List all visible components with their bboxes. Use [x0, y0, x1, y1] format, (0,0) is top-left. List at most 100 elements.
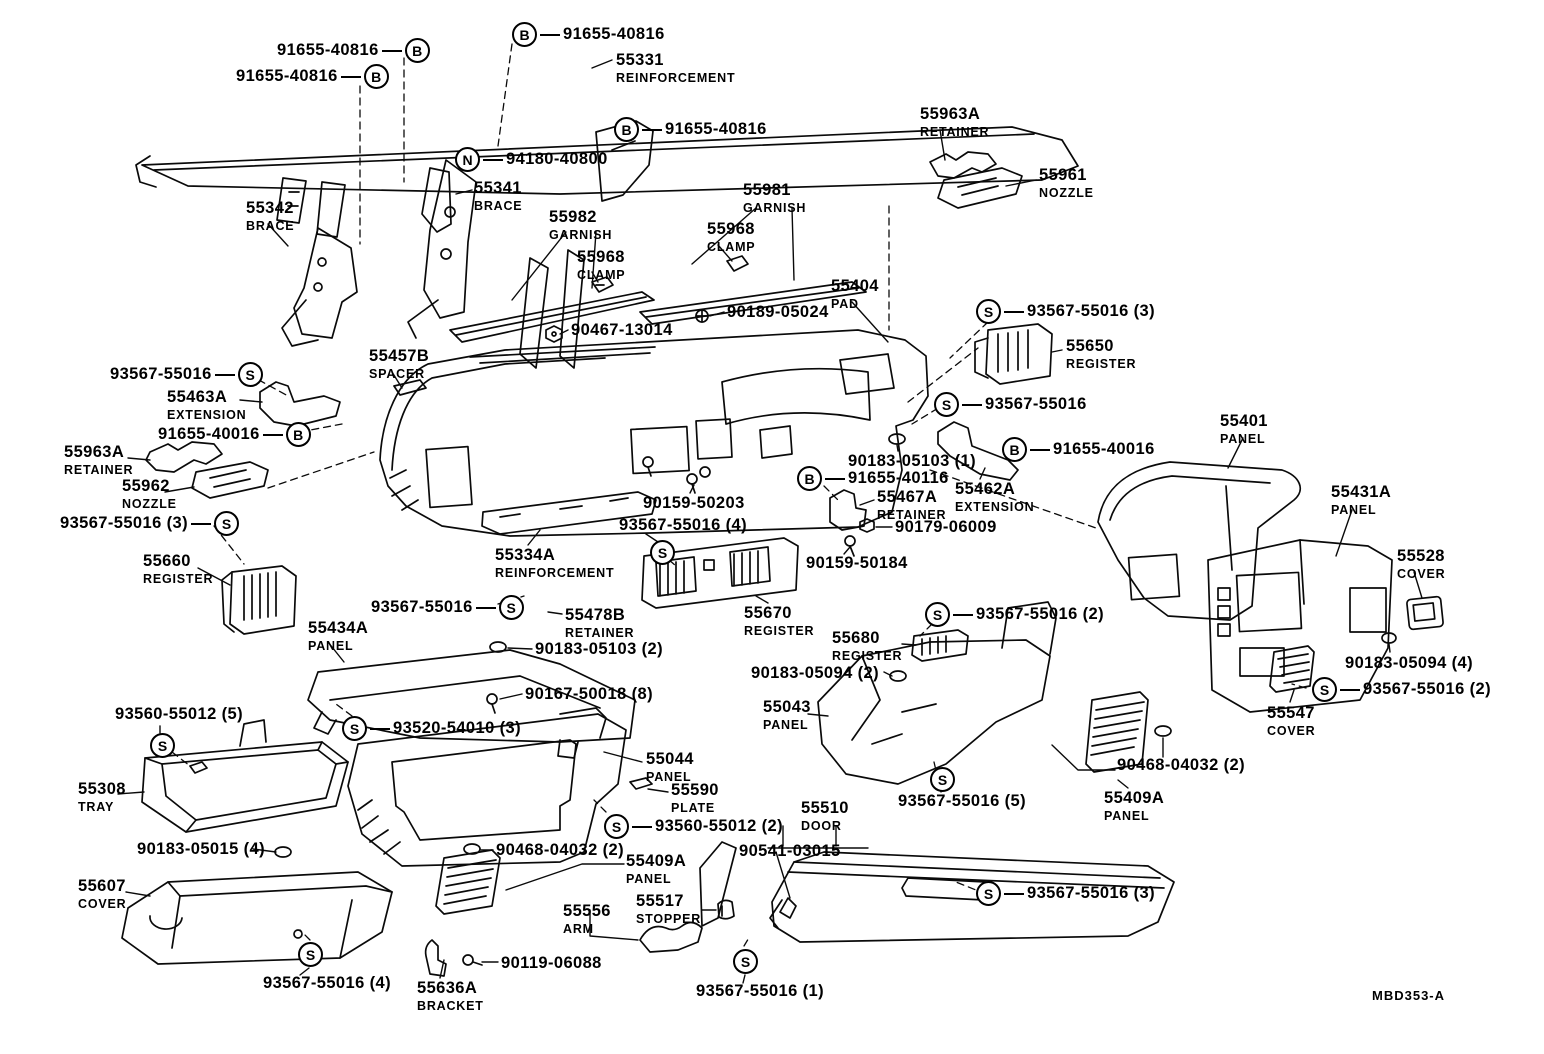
part-number: 90159-50184	[806, 554, 908, 572]
symbol-B-circle-icon: B	[363, 64, 389, 89]
part-name: PANEL	[626, 871, 672, 886]
part-label-93567-550164: 93567-55016 (4)	[619, 517, 747, 534]
symbol-S-circle-icon: S	[604, 814, 629, 839]
part-number: 93567-55016 (2)	[976, 605, 1105, 624]
part-name: PANEL	[1220, 431, 1266, 446]
part-number: 93567-55016 (3)	[1027, 302, 1156, 321]
symbol-marker: S	[298, 942, 323, 967]
part-label-93560-550125: 93560-55012 (5)	[115, 706, 243, 723]
part-number: 55963A	[64, 443, 125, 461]
part-name: GARNISH	[549, 227, 613, 242]
part-number: 93567-55016 (1)	[696, 982, 825, 1000]
part-number: 55968	[707, 220, 755, 238]
symbol-S-circle-icon: S	[498, 595, 524, 620]
symbol-S-circle-icon: S	[934, 392, 959, 417]
part-name: CLAMP	[577, 267, 626, 282]
register-55650-drawing	[974, 323, 1053, 385]
symbol-B-circle-icon: B	[1002, 437, 1027, 462]
part-label-90119-06088: 90119-06088	[501, 955, 602, 972]
part-number: 55528	[1397, 547, 1445, 565]
part-number: 90183-05094 (2)	[751, 664, 880, 682]
register-55670-drawing	[641, 537, 799, 609]
part-name: REGISTER	[832, 648, 903, 663]
part-number: 55342	[246, 199, 294, 217]
part-name: NOZZLE	[122, 496, 177, 511]
part-number: 90183-05015 (4)	[137, 840, 266, 858]
part-label-90189-05024: 90189-05024	[727, 304, 829, 321]
part-name: ARM	[563, 921, 594, 936]
part-label-93567-550161: 93567-55016 (1)	[696, 983, 824, 1000]
part-label-90183-050154: 90183-05015 (4)	[137, 841, 265, 858]
part-name: PLATE	[671, 800, 716, 815]
part-label-90183-051031: 90183-05103 (1)	[848, 453, 976, 470]
extension-55462A-drawing	[937, 421, 1019, 481]
part-number: 55517	[636, 892, 684, 910]
symbol-marker: S	[930, 767, 955, 792]
retainer-55467A-drawing	[829, 489, 867, 531]
clamp-55968-center-drawing	[726, 255, 749, 272]
part-number: 93567-55016 (3)	[1027, 884, 1156, 903]
symbol-N-circle-icon: N	[455, 147, 480, 172]
part-number: 93567-55016 (2)	[1363, 680, 1492, 699]
part-number: 91655-40816	[236, 67, 338, 86]
part-number: 55409A	[626, 852, 687, 870]
part-number: 55510	[801, 799, 849, 817]
part-number: 91655-40016	[1053, 440, 1155, 459]
part-label-90468-040322: 90468-04032 (2)	[496, 842, 624, 859]
register-55680-drawing	[911, 629, 969, 662]
part-number: 90541-03015	[739, 842, 841, 860]
symbol-S-circle-icon: S	[976, 299, 1001, 324]
part-number: 93567-55016	[985, 395, 1087, 414]
part-name: TRAY	[78, 799, 115, 814]
part-number: 55401	[1220, 412, 1268, 430]
part-number: 55547	[1267, 704, 1315, 722]
part-number: 90119-06088	[501, 954, 602, 972]
part-number: 55636A	[417, 979, 478, 997]
part-label-93567-55016: S 93567-55016	[934, 392, 1087, 417]
part-number: 90468-04032 (2)	[1117, 756, 1246, 774]
part-number: 55457B	[369, 347, 430, 365]
cover-55528-drawing	[1406, 595, 1444, 631]
part-number: 90189-05024	[727, 303, 829, 321]
symbol-S-circle-icon: S	[237, 362, 263, 387]
part-number: 55660	[143, 552, 191, 570]
part-number: 55043	[763, 698, 811, 716]
part-name: COVER	[78, 896, 127, 911]
arm-55556-drawing	[639, 921, 703, 953]
part-name: PANEL	[763, 717, 809, 732]
part-name: PANEL	[1331, 502, 1377, 517]
part-number: 55462A	[955, 480, 1016, 498]
part-name: REGISTER	[744, 623, 815, 638]
part-number: 91655-40816	[665, 120, 767, 139]
part-number: 55434A	[308, 619, 369, 637]
part-number: 90183-05103 (1)	[848, 452, 977, 470]
reinforcement-55331-drawing	[135, 120, 1079, 238]
panel-55401-drawing	[1097, 461, 1302, 621]
part-name: COVER	[1397, 566, 1446, 581]
garnish-55982-drawing	[449, 291, 655, 343]
symbol-S-circle-icon: S	[650, 540, 675, 565]
part-label-91655-40816: 91655-40816 B	[236, 64, 389, 89]
part-name: COVER	[1267, 723, 1316, 738]
part-name: DOOR	[801, 818, 842, 833]
part-name: PAD	[831, 296, 859, 311]
